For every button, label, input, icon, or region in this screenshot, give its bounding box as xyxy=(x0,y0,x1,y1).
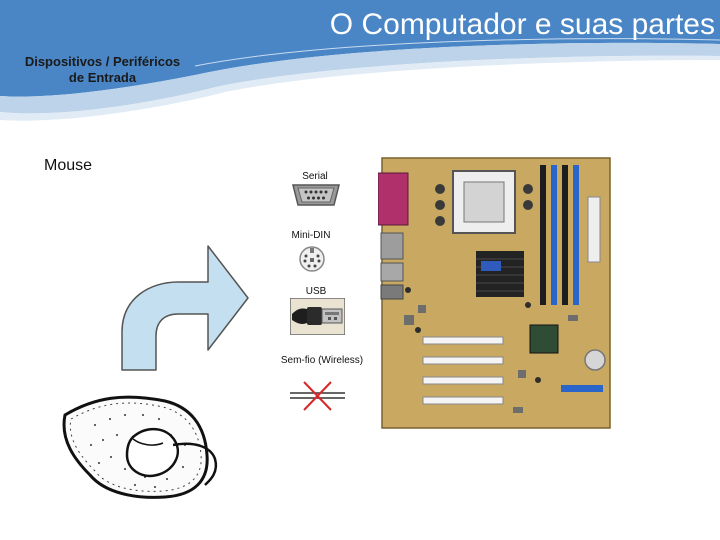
wireless-crossed-icon xyxy=(290,381,345,411)
curved-arrow-icon xyxy=(121,245,249,371)
mini-din-port-icon xyxy=(299,246,325,272)
usb-cable-icon xyxy=(290,298,345,335)
mini-din-label: Mini-DIN xyxy=(291,230,331,241)
mouse-on-pad-icon xyxy=(62,395,218,499)
device-label: Mouse xyxy=(44,157,93,174)
slide-title: O Computador e suas partes xyxy=(329,8,715,41)
motherboard-image xyxy=(378,157,611,429)
serial-label: Serial xyxy=(302,171,328,182)
serial-port-icon xyxy=(292,184,340,206)
header-background xyxy=(0,0,720,121)
slide-subtitle: Dispositivos / Periféricos de Entrada xyxy=(10,54,195,86)
usb-label: USB xyxy=(305,286,327,297)
subtitle-line-1: Dispositivos / Periféricos xyxy=(24,54,181,69)
subtitle-line-2: de Entrada xyxy=(68,70,137,85)
wireless-label: Sem-fio (Wireless) xyxy=(280,355,364,366)
